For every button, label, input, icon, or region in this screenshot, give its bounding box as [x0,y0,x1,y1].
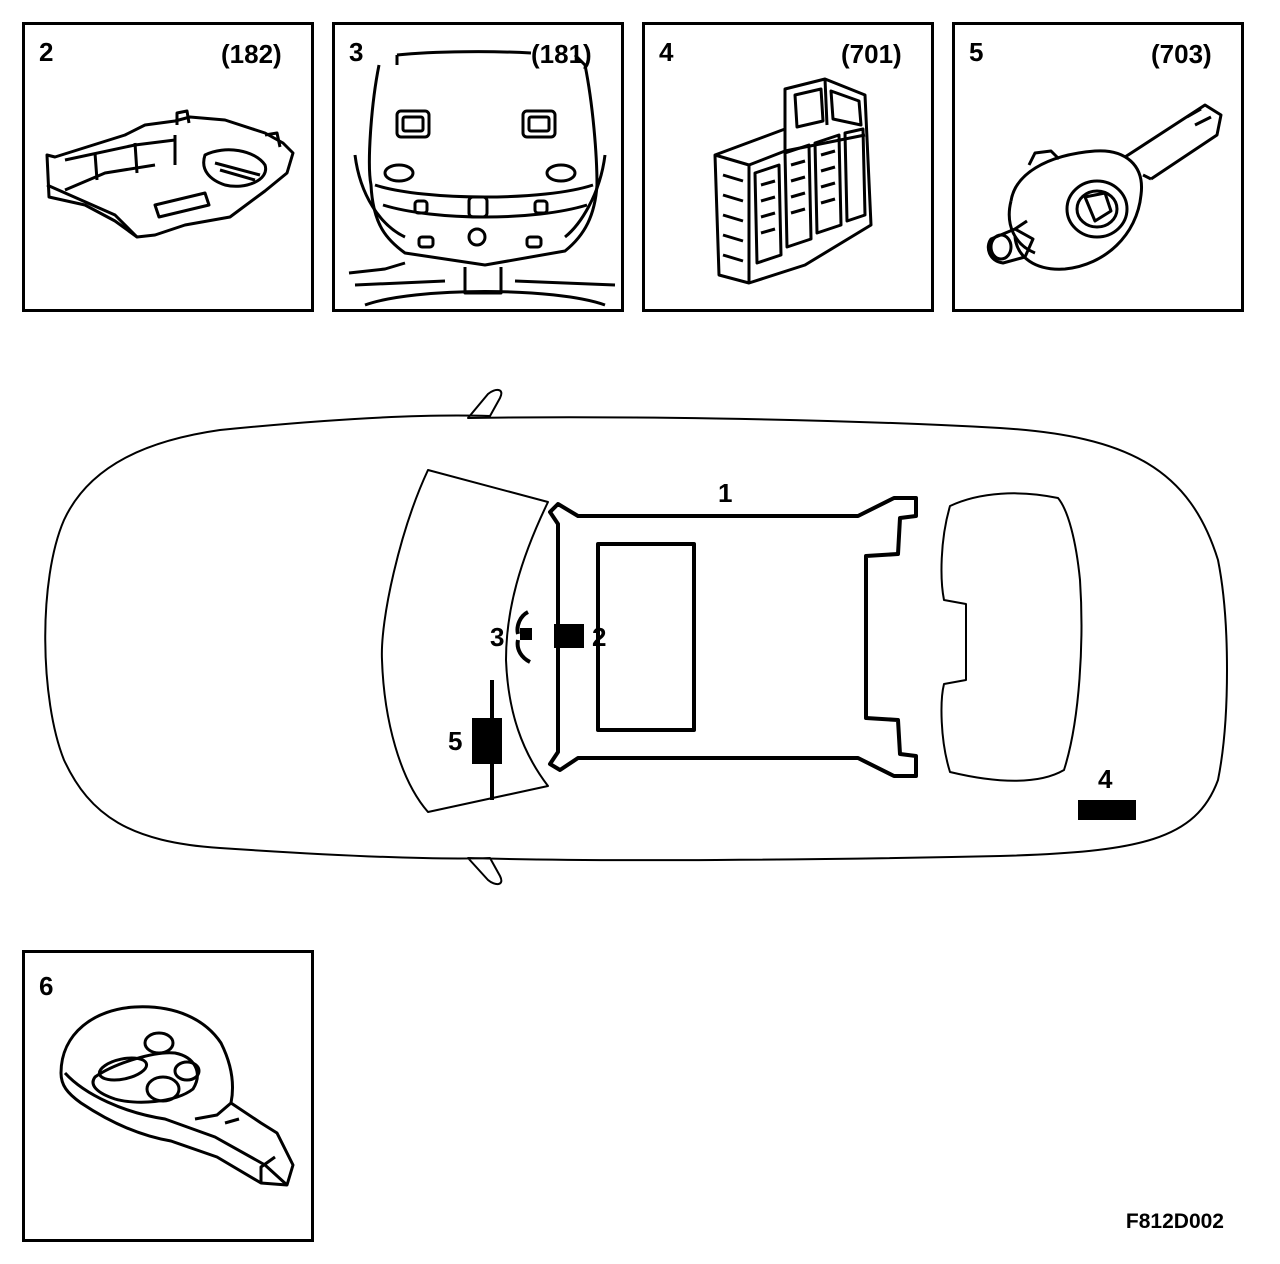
figure-id: F812D002 [1125,1210,1224,1233]
module-3 [520,628,532,640]
car-label-5: 5 [448,726,463,756]
panel-2: 2 (182) [22,22,314,312]
sunroof [596,542,696,732]
module-4 [1078,800,1136,820]
rear-window [940,492,1083,782]
panel-number: 4 [659,37,674,67]
car-top-view [44,388,1228,886]
windshield [380,469,549,813]
car-label-4: 4 [1098,764,1113,794]
roof-console-icon [348,50,616,307]
part-code: (701) [841,39,902,69]
steering-switch-icon [986,103,1223,271]
car-label-1: 1 [718,478,733,508]
panel-4: 4 (701) [642,22,934,312]
panel-number: 5 [969,37,984,67]
panel-number: 3 [349,37,364,67]
panel-6: 6 [22,950,314,1242]
panel-5: 5 (703) [952,22,1244,312]
fuse-relay-box-icon [713,77,873,285]
part-code: (182) [221,39,282,69]
key-fob-icon [59,1005,295,1187]
panel-3: 3 (181) [332,22,624,312]
part-code: (703) [1151,39,1212,69]
car-label-3: 3 [490,622,505,652]
panel-number: 6 [39,971,54,1001]
module-5 [472,718,502,764]
frame-1 [548,496,918,778]
bracket-3 [515,610,531,664]
car-body-outline [44,388,1228,886]
car-label-2: 2 [592,622,607,652]
control-module-tray-icon [45,109,295,239]
panel-number: 2 [39,37,54,67]
module-2 [554,624,584,648]
